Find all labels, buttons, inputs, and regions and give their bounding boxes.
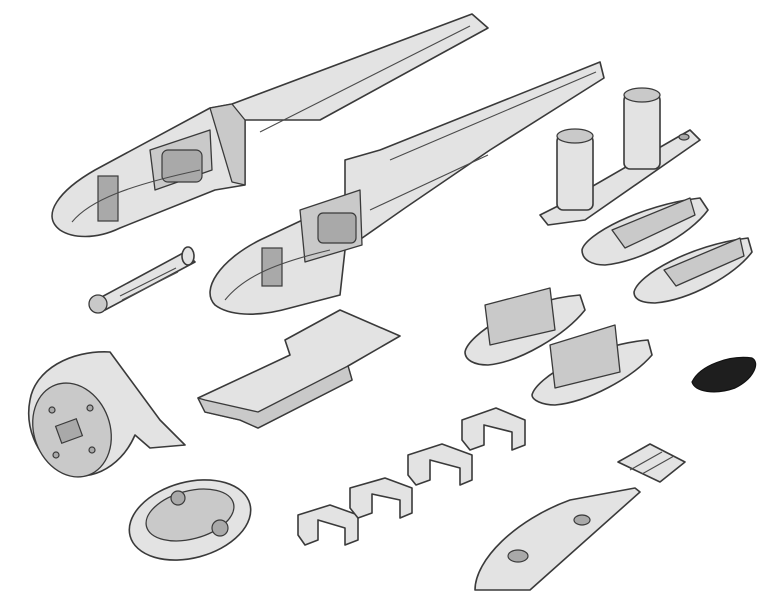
black-cap xyxy=(691,356,757,393)
fuselage-half-right xyxy=(209,61,605,315)
saddle-part-4 xyxy=(531,324,653,406)
tube-mount xyxy=(539,87,701,226)
fin-plate xyxy=(474,487,641,591)
hinge xyxy=(617,443,686,483)
clip-2 xyxy=(349,477,413,519)
clip-4 xyxy=(461,407,526,451)
saddle-part-1 xyxy=(581,197,709,266)
fuselage-half-left xyxy=(51,13,489,238)
nose-cone xyxy=(28,351,186,478)
saddle-part-3 xyxy=(464,287,586,366)
threaded-rod xyxy=(88,246,196,314)
saddle-part-2 xyxy=(633,237,753,304)
flat-plate xyxy=(197,309,401,429)
ring-mount xyxy=(128,479,252,561)
clip-1 xyxy=(297,504,359,546)
clip-3 xyxy=(407,443,473,486)
